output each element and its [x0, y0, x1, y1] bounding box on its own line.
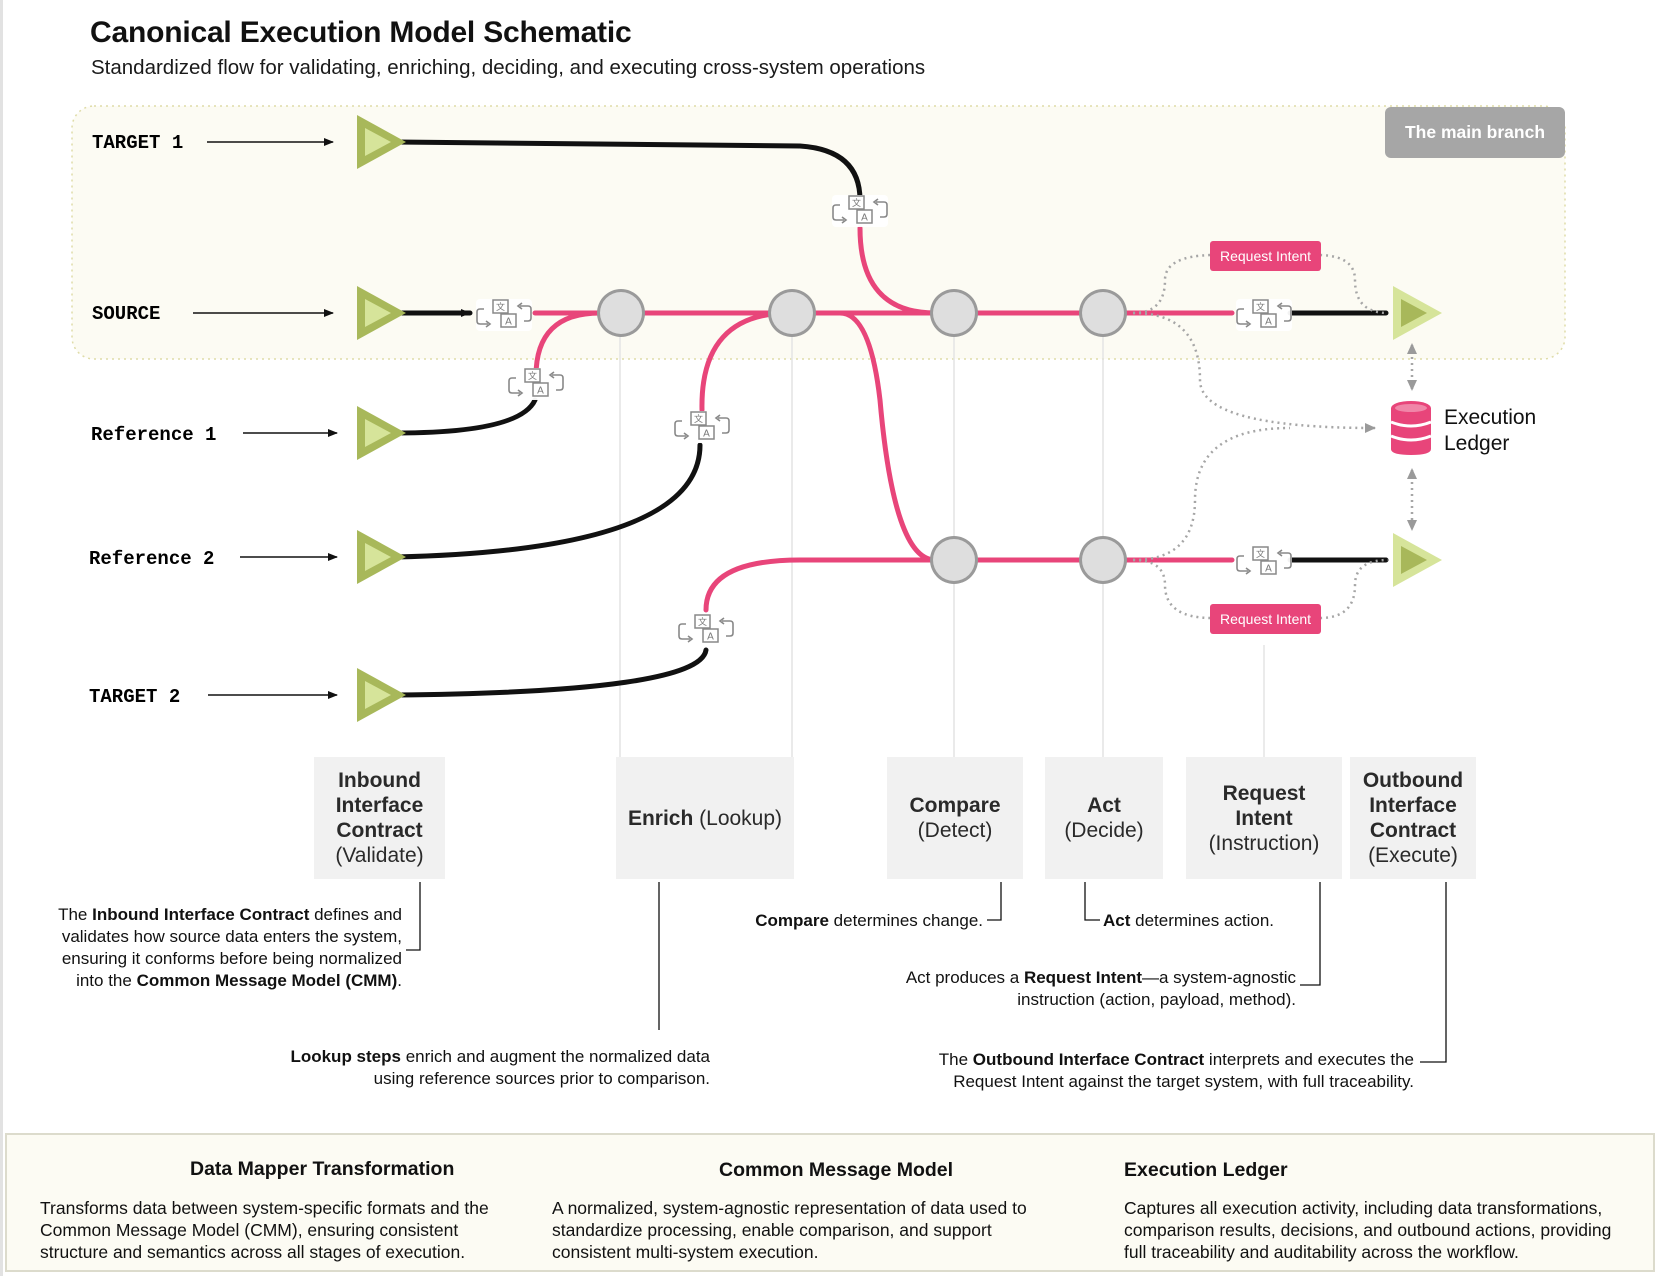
process-node-icon — [930, 289, 978, 337]
column-guides — [619, 336, 1265, 757]
process-node-icon — [597, 289, 645, 337]
page-subtitle: Standardized flow for validating, enrich… — [91, 56, 926, 79]
stage-title: Outbound Interface Contract — [1362, 769, 1464, 842]
legend-mapper-desc: Transforms data between system-specific … — [40, 1198, 489, 1262]
stage-outbound: Outbound Interface Contract (Execute) — [1350, 757, 1476, 879]
stage-enrich: Enrich (Lookup) — [616, 757, 794, 879]
ledger-label-line1: Execution — [1444, 406, 1537, 429]
stage-title: Compare — [909, 794, 1001, 817]
stage-title: Inbound Interface Contract — [335, 769, 424, 842]
note-compare: Compare determines change. — [755, 911, 983, 930]
note-outbound: The Outbound Interface Contract interpre… — [938, 1050, 1414, 1091]
translate-icon — [677, 613, 735, 647]
ledger-label-line2: Ledger — [1444, 432, 1510, 455]
stage-subtitle: (Lookup) — [699, 806, 783, 830]
process-node-icon — [1079, 536, 1127, 584]
stage-subtitle: (Decide) — [1064, 819, 1144, 842]
legend-mapper-title: Data Mapper Transformation — [190, 1158, 455, 1180]
request-intent-pill-top: Request Intent — [1210, 241, 1321, 271]
note-act: Act determines action. — [1103, 911, 1275, 930]
process-node-icon — [768, 289, 816, 337]
mapper-lines — [393, 139, 1389, 698]
triangle-endpoint-icon — [357, 530, 406, 584]
process-node-icon — [930, 536, 978, 584]
input-label-target1: TARGET 1 — [92, 132, 183, 154]
translate-icon — [831, 194, 889, 228]
translate-icon — [673, 410, 731, 444]
triangle-endpoint-icon — [357, 406, 406, 460]
main-branch-region — [71, 105, 1566, 360]
input-arrows — [193, 138, 338, 699]
stage-subtitle: (Execute) — [1368, 844, 1458, 867]
stage-title: Act — [1087, 794, 1121, 817]
process-node-icon — [1079, 289, 1127, 337]
legend: Data Mapper Transformation Transforms da… — [5, 1133, 1655, 1272]
note-request-intent: Act produces a Request Intent—a system-a… — [905, 968, 1296, 1009]
stage-inbound: Inbound Interface Contract (Validate) — [314, 757, 445, 879]
translate-icon — [475, 298, 533, 332]
stage-title: Enrich — [627, 806, 694, 830]
stage-act: Act (Decide) — [1045, 757, 1163, 879]
note-lookup: Lookup steps enrich and augment the norm… — [290, 1047, 710, 1088]
legend-cmm-desc: A normalized, system-agnostic representa… — [552, 1198, 1027, 1262]
legend-ledger-desc: Captures all execution activity, includi… — [1124, 1198, 1612, 1262]
main-branch-badge: The main branch — [1385, 107, 1565, 158]
stage-subtitle: (Instruction) — [1208, 831, 1320, 855]
ledger-connectors — [1132, 253, 1417, 620]
stage-compare: Compare (Detect) — [887, 757, 1023, 879]
note-inbound: The Inbound Interface Contract defines a… — [58, 905, 402, 990]
input-label-source: SOURCE — [92, 303, 160, 325]
execution-ledger-label: Execution Ledger — [1444, 405, 1536, 457]
legend-cmm-title: Common Message Model — [719, 1159, 954, 1181]
triangle-endpoint-icon — [357, 668, 406, 722]
input-label-reference1: Reference 1 — [91, 424, 216, 446]
page-title: Canonical Execution Model Schematic — [90, 16, 632, 49]
input-label-target2: TARGET 2 — [89, 686, 180, 708]
translate-icon — [1235, 545, 1293, 579]
legend-ledger-title: Execution Ledger — [1124, 1159, 1288, 1181]
translate-icon — [507, 367, 565, 401]
database-icon — [1389, 399, 1433, 457]
callout-lines — [406, 882, 1447, 1063]
triangle-endpoint-icon — [1393, 533, 1442, 587]
stage-subtitle: (Validate) — [335, 844, 424, 867]
input-label-reference2: Reference 2 — [89, 548, 214, 570]
frame-edge — [0, 0, 3, 1276]
stage-title: Request Intent — [1222, 781, 1306, 830]
request-intent-pill-bottom: Request Intent — [1210, 604, 1321, 634]
translate-icon — [1235, 298, 1293, 332]
stage-request-intent: Request Intent (Instruction) — [1186, 757, 1342, 879]
stage-subtitle: (Detect) — [917, 819, 993, 842]
